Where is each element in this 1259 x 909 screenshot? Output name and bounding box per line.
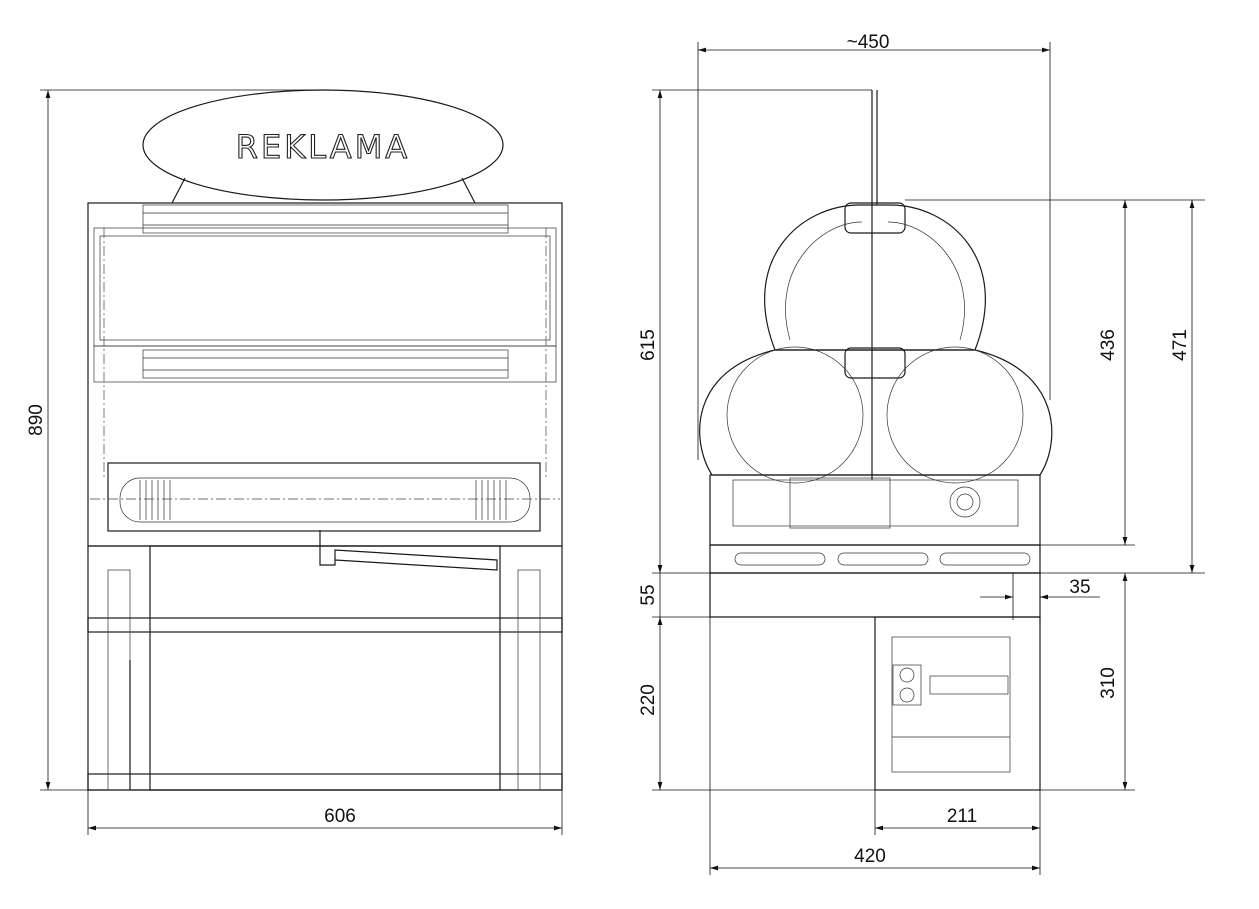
stand-height-dimension: 310 [1040,573,1135,791]
offset-label: 35 [1069,577,1090,598]
overall-upper-dimension: 471 [1040,200,1205,574]
lower-dome [699,349,1053,476]
base-plate [709,544,1041,574]
base-width-label: 420 [854,846,886,867]
height-dimension: 890 [26,89,330,791]
cabinet-height-label: 220 [638,684,659,716]
top-width-dimension: ~450 [697,32,1051,460]
dome-height-dimension: 436 [905,199,1205,546]
front-view: REKLAMA 890 [26,89,563,835]
base-height-label: 55 [638,584,659,605]
display-frame [87,202,563,547]
stand-height-label: 310 [1098,667,1119,699]
dome-height-label: 436 [1098,329,1119,361]
stand [87,545,563,791]
heater-unit [107,462,541,532]
handle-lever [319,530,498,571]
advert-sign: REKLAMA [142,89,504,204]
width-dimension: 606 [87,790,563,835]
height-label: 890 [26,404,47,436]
base-width-dimension: 420 [709,617,1040,875]
upper-dome [764,204,986,351]
offset-dimension: 35 [980,573,1100,620]
cabinet-width-dimension: 211 [874,790,1041,875]
side-view: ~450 615 55 220 436 471 [638,32,1205,875]
top-width-label: ~450 [847,32,890,53]
cabinet-width-label: 211 [947,806,977,827]
width-label: 606 [324,806,356,827]
total-height-label: 615 [638,329,659,361]
heater-housing [709,474,1041,546]
overall-upper-label: 471 [1170,329,1191,361]
cabinet [874,616,1041,791]
cabinet-height-dimension: 220 [638,617,875,791]
total-height-dimension: 615 [638,89,872,574]
sign-text: REKLAMA [236,128,410,166]
base-height-dimension: 55 [638,573,875,618]
